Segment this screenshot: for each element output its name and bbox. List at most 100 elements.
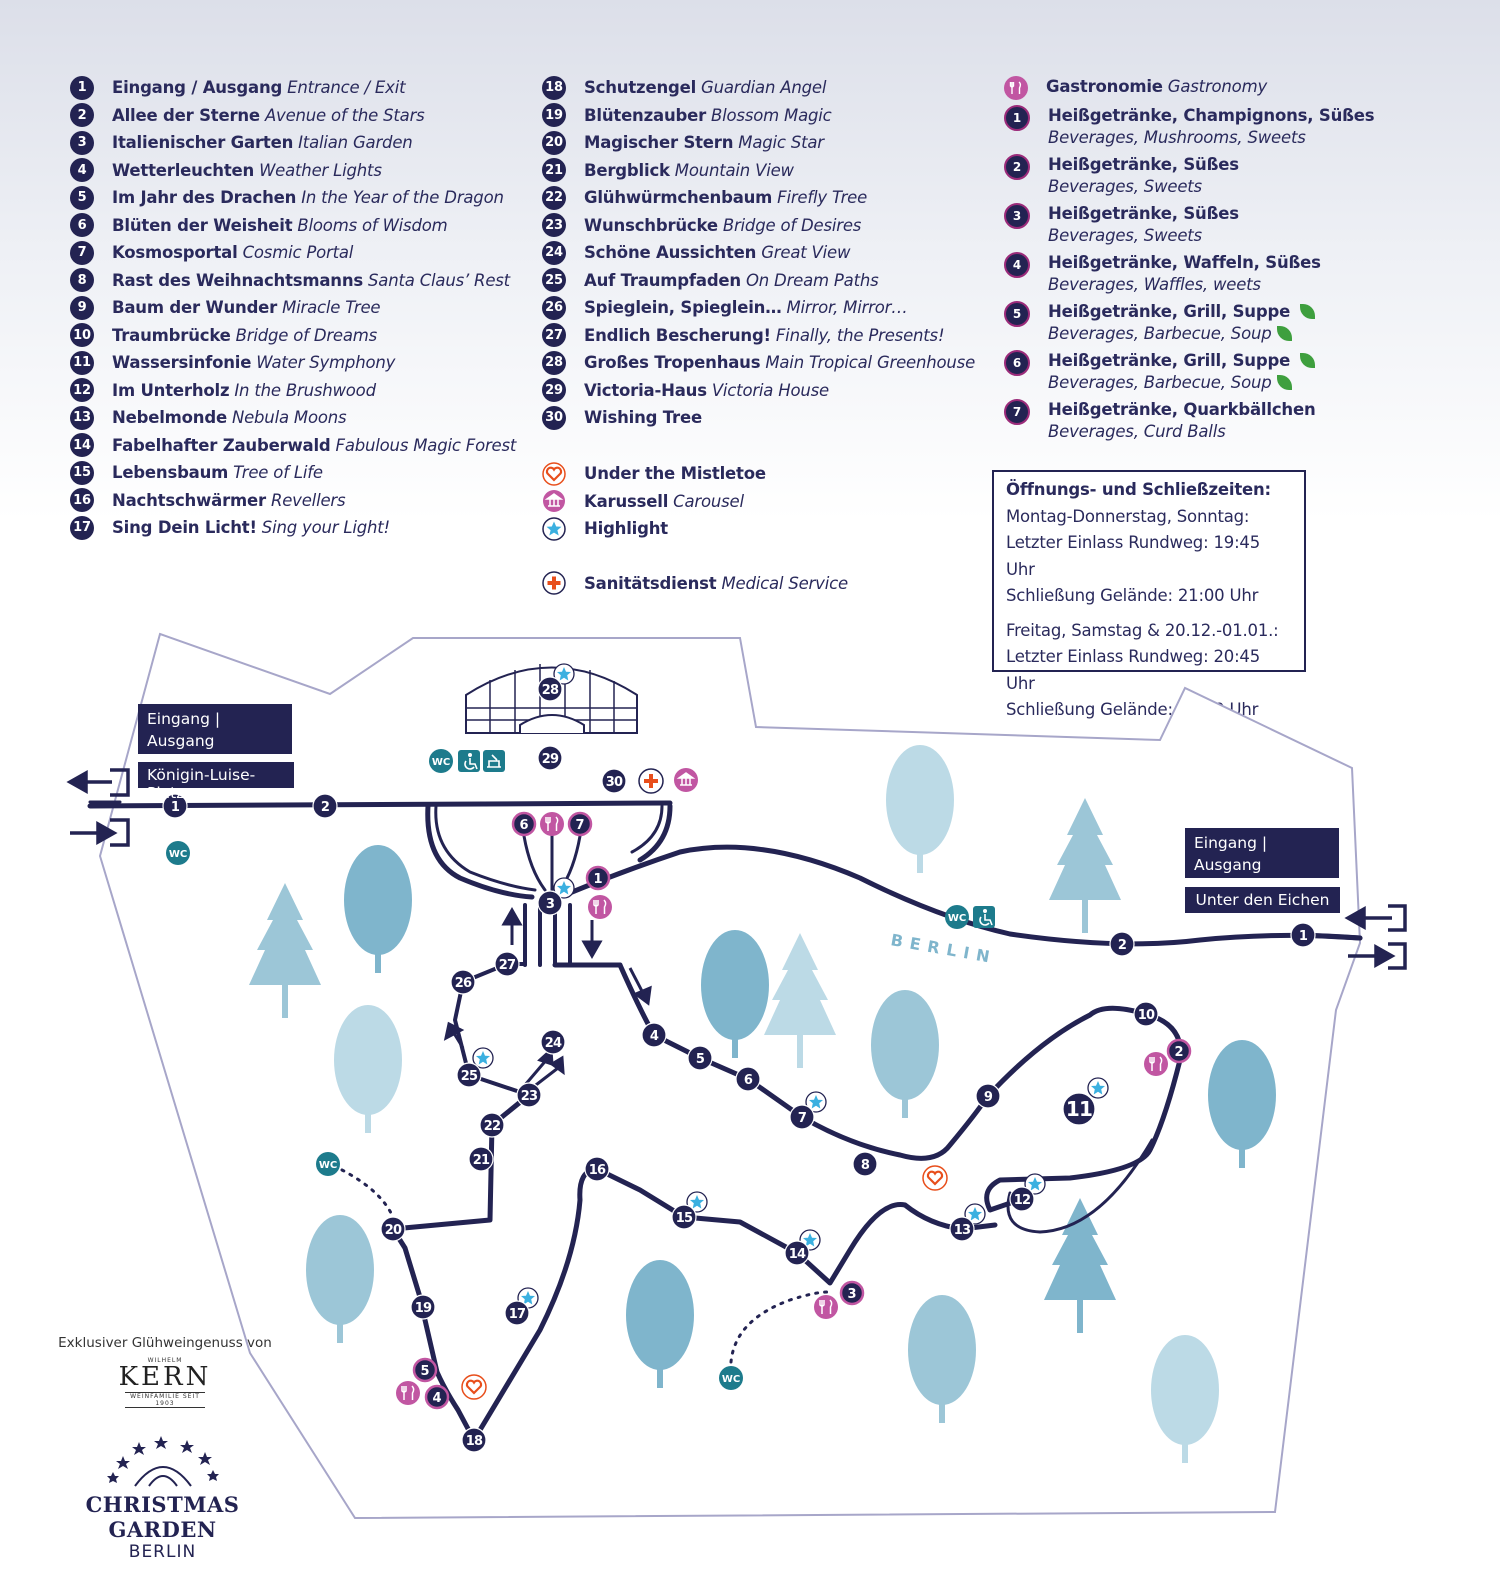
legend-number: 15 bbox=[70, 460, 94, 485]
opening-hours-line: Montag-Donnerstag, Sonntag: bbox=[1006, 506, 1250, 526]
attraction-marker: 2 bbox=[312, 793, 338, 819]
legend-label-de: Glühwürmchenbaum bbox=[584, 188, 773, 208]
legend-number: 7 bbox=[70, 240, 94, 265]
attraction-marker-label: 20 bbox=[385, 1223, 402, 1238]
attraction-marker-label: 13 bbox=[954, 1223, 971, 1238]
attraction-marker: 30 bbox=[601, 768, 627, 794]
gastronomy-number: 3 bbox=[1004, 203, 1030, 229]
opening-hours-line: Schließung Gelände: 21:00 Uhr bbox=[1006, 586, 1259, 605]
legend-label-de: Bergblick bbox=[584, 160, 670, 180]
attraction-marker-label: 30 bbox=[606, 775, 623, 790]
dotted-paths bbox=[340, 1168, 830, 1364]
entrance-de: Eingang bbox=[147, 710, 210, 728]
gastronomy-marker-label: 5 bbox=[420, 1364, 429, 1379]
legend-label-de: Rast des Weihnachtsmanns bbox=[112, 270, 364, 290]
symbol-legend-item: Karussell Carousel bbox=[542, 488, 848, 516]
attraction-marker: 24 bbox=[540, 1029, 566, 1055]
attraction-marker: 28 bbox=[537, 676, 563, 702]
gastronomy-marker: 1 bbox=[585, 865, 611, 891]
place-label-east: Unter den Eichen bbox=[1185, 887, 1340, 913]
attraction-marker: 27 bbox=[494, 951, 520, 977]
legend-label-en: Bridge of Desires bbox=[722, 215, 862, 235]
attraction-marker: 19 bbox=[410, 1294, 436, 1320]
legend-label-en: Miracle Tree bbox=[282, 298, 381, 318]
gastronomy-marker-label: 6 bbox=[519, 818, 528, 833]
wc-label: WC bbox=[319, 1160, 337, 1171]
attraction-marker: 5 bbox=[687, 1045, 713, 1071]
legend-label-en: Cosmic Portal bbox=[242, 243, 354, 263]
legend-label-de: Im Jahr des Drachen bbox=[112, 188, 297, 208]
sponsor-tagline: WEINFAMILIE SEIT 1903 bbox=[125, 1392, 205, 1408]
tree-icon bbox=[334, 1005, 402, 1133]
tree-icon bbox=[764, 933, 836, 1068]
legend-number: 30 bbox=[542, 405, 566, 430]
cutlery-icon bbox=[814, 1295, 838, 1319]
wc-label: WC bbox=[432, 757, 450, 768]
christmas-garden-logo: CHRISTMAS GARDEN BERLIN bbox=[30, 1428, 295, 1562]
wc-icon: WC bbox=[719, 1366, 743, 1390]
symbol-legend-item: Highlight bbox=[542, 515, 848, 543]
legend-label-de: Wishing Tree bbox=[584, 408, 702, 428]
legend-number: 29 bbox=[542, 378, 566, 403]
legend-label-de: Spieglein, Spieglein… bbox=[584, 298, 782, 318]
star-icon bbox=[472, 1047, 494, 1069]
legend-label-de: Wassersinfonie bbox=[112, 353, 252, 373]
attraction-marker-label: 1 bbox=[1299, 929, 1308, 944]
attraction-marker: 7 bbox=[789, 1104, 815, 1130]
star-icon bbox=[964, 1203, 986, 1225]
legend-number: 19 bbox=[542, 103, 566, 128]
exit-de: Ausgang bbox=[1194, 856, 1262, 874]
wc-label: WC bbox=[948, 913, 966, 924]
legend-label-en: Entrance / Exit bbox=[287, 78, 406, 98]
gastronomy-number: 6 bbox=[1004, 350, 1030, 376]
wc-icon: WC bbox=[945, 905, 969, 929]
legend-number: 13 bbox=[70, 405, 94, 430]
sponsor-top: WILHELM bbox=[147, 1357, 183, 1364]
sponsor-text: Exklusiver Glühweingenuss von bbox=[58, 1335, 272, 1351]
vegetarian-leaf-icon bbox=[1276, 375, 1292, 390]
vegetarian-leaf-icon bbox=[1300, 304, 1316, 319]
legend-number: 8 bbox=[70, 268, 94, 293]
symbol-label: Karussell bbox=[584, 491, 669, 511]
legend-label-en: Water Symphony bbox=[256, 353, 396, 373]
attraction-marker-label: 27 bbox=[499, 958, 516, 973]
attraction-marker: 12 bbox=[1009, 1186, 1035, 1212]
legend-label-de: Italienischer Garten bbox=[112, 133, 294, 153]
gastronomy-marker-label: 3 bbox=[847, 1287, 856, 1302]
legend-label-en: In the Year of the Dragon bbox=[301, 188, 504, 208]
gastronomy-number: 1 bbox=[1004, 105, 1030, 131]
attraction-marker-label: 2 bbox=[321, 800, 329, 815]
legend-label-en: Nebula Moons bbox=[231, 408, 347, 428]
gastronomy-marker-label: 2 bbox=[1174, 1045, 1183, 1060]
wc-label: WC bbox=[169, 849, 187, 860]
entrance-label-west: Eingang | Ausgang Entrance | Exit bbox=[138, 704, 292, 772]
attraction-marker: 22 bbox=[479, 1112, 505, 1138]
attraction-marker-label: 6 bbox=[744, 1073, 753, 1088]
symbol-label-en: Medical Service bbox=[721, 573, 848, 593]
legend-label-de: Blüten der Weisheit bbox=[112, 215, 293, 235]
legend-label-de: Wetterleuchten bbox=[112, 160, 255, 180]
separator: | bbox=[214, 710, 221, 728]
legend-label-en: On Dream Paths bbox=[745, 270, 879, 290]
attraction-marker-label: 11 bbox=[1066, 1097, 1092, 1121]
legend-label-en: Tree of Life bbox=[233, 463, 323, 483]
legend-label-en: Italian Garden bbox=[298, 133, 413, 153]
entrance-arrows-east bbox=[1344, 904, 1407, 970]
gastronomy-title-en: Gastronomy bbox=[1167, 77, 1268, 96]
